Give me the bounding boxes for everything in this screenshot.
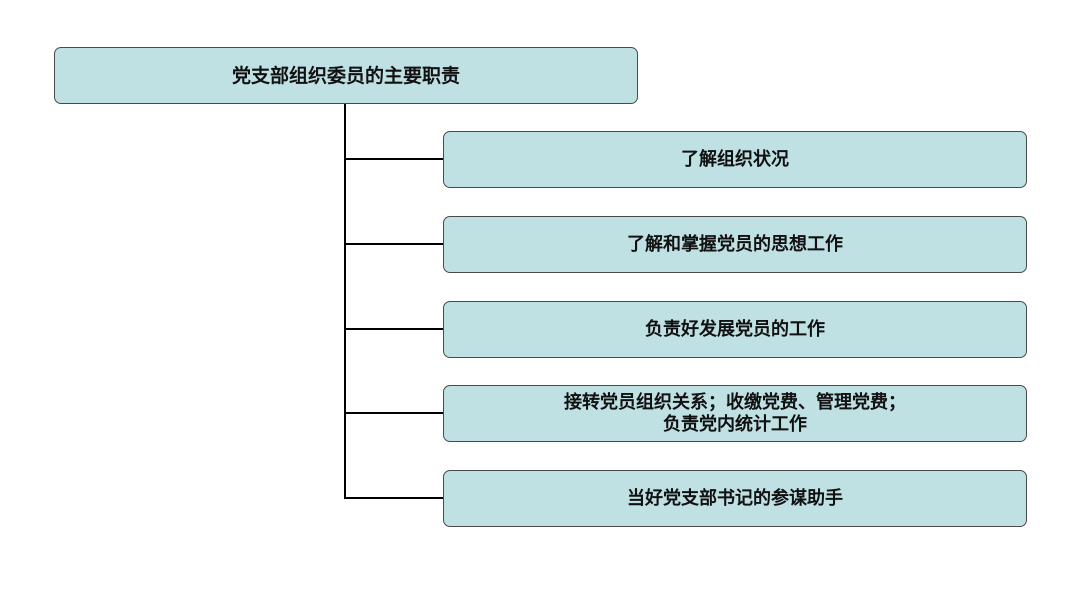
connector-branch-2 xyxy=(344,243,443,245)
child-node-4: 接转党员组织关系；收缴党费、管理党费； 负责党内统计工作 xyxy=(443,385,1027,442)
child-node-2-label: 了解和掌握党员的思想工作 xyxy=(627,233,843,255)
child-node-5-label: 当好党支部书记的参谋助手 xyxy=(627,487,843,509)
child-node-3-label: 负责好发展党员的工作 xyxy=(645,318,825,340)
child-node-3: 负责好发展党员的工作 xyxy=(443,301,1027,358)
connector-branch-4 xyxy=(344,412,443,414)
connector-branch-1 xyxy=(344,158,443,160)
root-node-label: 党支部组织委员的主要职责 xyxy=(231,64,460,87)
connector-trunk xyxy=(344,104,346,499)
root-node: 党支部组织委员的主要职责 xyxy=(54,47,638,104)
child-node-1: 了解组织状况 xyxy=(443,131,1027,188)
child-node-2: 了解和掌握党员的思想工作 xyxy=(443,216,1027,273)
child-node-4-label-line2: 负责党内统计工作 xyxy=(663,413,807,435)
child-node-4-label-line1: 接转党员组织关系；收缴党费、管理党费； xyxy=(564,391,906,413)
connector-branch-3 xyxy=(344,328,443,330)
child-node-5: 当好党支部书记的参谋助手 xyxy=(443,470,1027,527)
child-node-1-label: 了解组织状况 xyxy=(681,148,789,170)
connector-branch-5 xyxy=(344,497,443,499)
